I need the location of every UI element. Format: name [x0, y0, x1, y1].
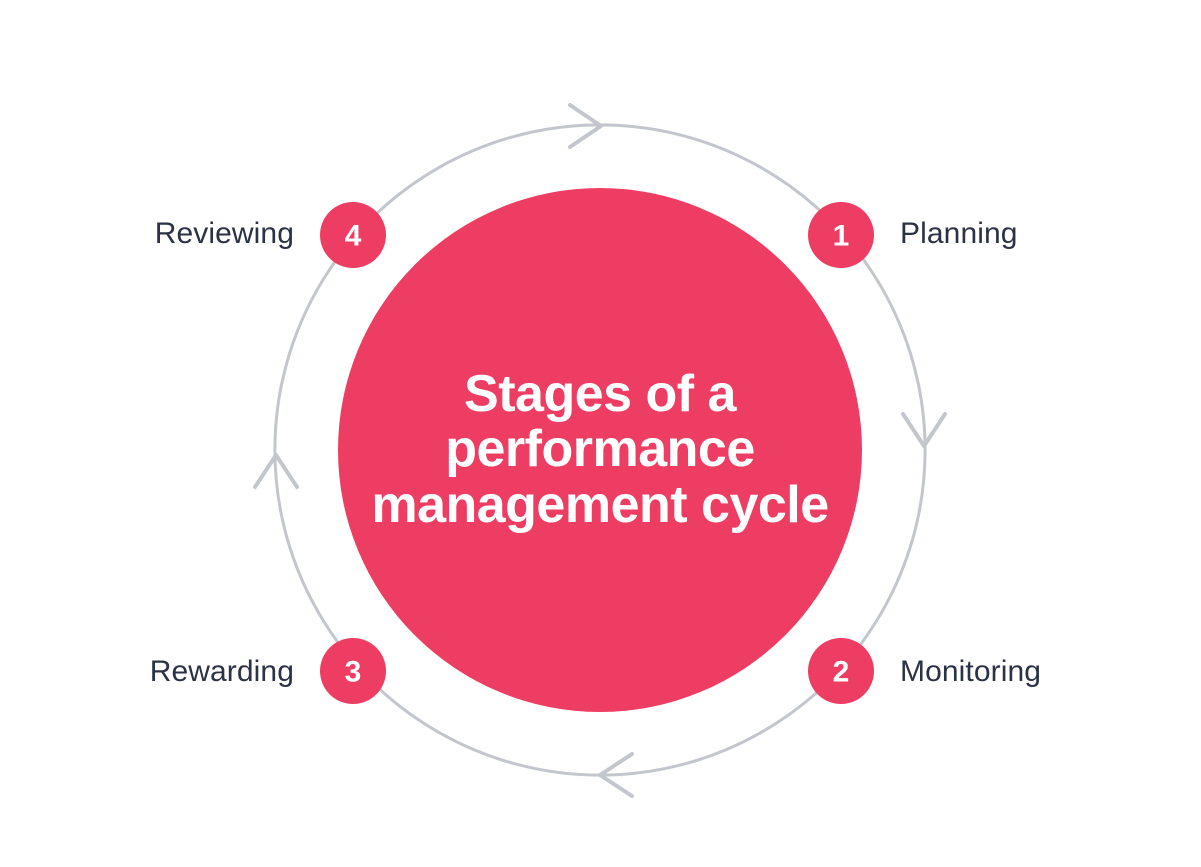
- cycle-arrowheads-group: [253, 103, 947, 798]
- badge-monitoring[interactable]: 2: [808, 638, 874, 704]
- ring-arc-rewarding-to-reviewing: [273, 266, 332, 634]
- badge-planning-circle[interactable]: [808, 202, 874, 268]
- badge-planning-number: 1: [833, 220, 850, 253]
- right-arrow-icon: [901, 412, 947, 448]
- badge-rewarding-number: 3: [345, 656, 362, 689]
- badge-monitoring-number: 2: [833, 656, 850, 689]
- bottom-arrow-icon: [598, 752, 634, 798]
- top-arrow-icon: [568, 103, 603, 149]
- stage-label-monitoring[interactable]: Monitoring: [900, 655, 1042, 688]
- ring-arc-planning-to-monitoring: [868, 266, 927, 634]
- stage-label-planning[interactable]: Planning: [900, 217, 1018, 250]
- badge-reviewing-number: 4: [345, 220, 362, 253]
- badge-rewarding[interactable]: 3: [320, 638, 386, 704]
- badge-rewarding-circle[interactable]: [320, 638, 386, 704]
- stage-label-reviewing[interactable]: Reviewing: [154, 217, 294, 250]
- badge-planning[interactable]: 1: [808, 202, 874, 268]
- hub-circle: [338, 188, 862, 712]
- badge-reviewing[interactable]: 4: [320, 202, 386, 268]
- badge-monitoring-circle[interactable]: [808, 638, 874, 704]
- badge-reviewing-circle[interactable]: [320, 202, 386, 268]
- stage-label-rewarding[interactable]: Rewarding: [149, 655, 294, 688]
- left-arrow-icon: [253, 453, 299, 489]
